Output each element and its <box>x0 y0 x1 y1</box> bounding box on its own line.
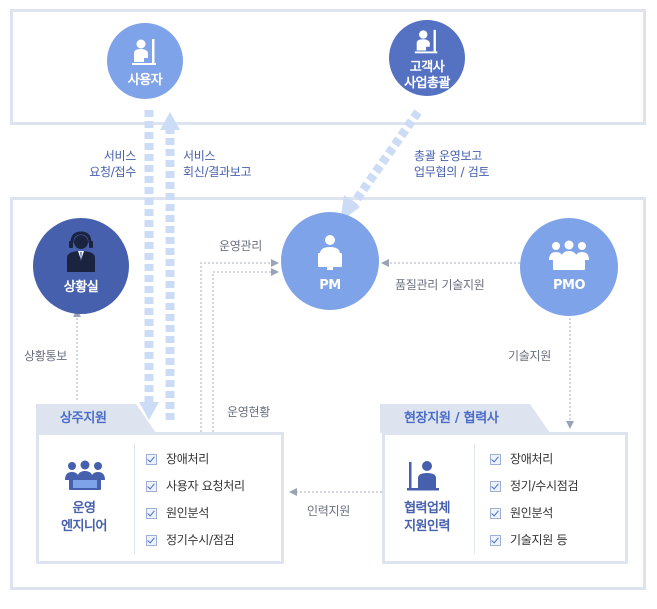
right-divider <box>474 444 475 554</box>
situation-room-label: 상황실 <box>63 280 99 295</box>
service-request-label-1: 서비스 <box>103 149 137 163</box>
pm-label: PM <box>319 278 341 293</box>
service-reply-arrow <box>160 112 180 420</box>
checkbox-icon <box>146 535 157 546</box>
overall-report-label-2: 업무협의 / 검토 <box>414 165 490 179</box>
checkbox-icon <box>490 481 501 492</box>
staff-support-label: 인력지원 <box>307 504 350 518</box>
partner-label-2: 지원인력 <box>404 519 450 534</box>
headset-operator-icon <box>67 231 95 272</box>
situation-room-node: 상황실 <box>33 218 129 314</box>
service-reply-label-1: 서비스 <box>183 149 216 163</box>
resident-support-tab: 상주지원 <box>36 404 156 433</box>
right-item-4: 기술지원 등 <box>510 533 568 547</box>
pmo-label: PMO <box>552 278 586 293</box>
field-support-tab: 현장지원 / 협력사 <box>380 404 550 433</box>
engineer-team-icon <box>65 460 105 490</box>
left-item-1: 장애처리 <box>166 452 209 466</box>
engineer-label-2: 엔지니어 <box>61 519 107 534</box>
pm-node: PM <box>281 212 379 310</box>
checkbox-icon <box>146 454 157 465</box>
engineer-label-1: 운영 <box>72 501 96 516</box>
ops-management-line <box>200 259 279 432</box>
customer-label-line1: 고객사 <box>409 60 445 75</box>
overall-report-arrow <box>340 109 422 222</box>
pm-person-icon <box>318 235 342 270</box>
user-at-desk-icon <box>132 39 156 65</box>
service-reply-label-2: 회신/결과보고 <box>183 165 252 179</box>
service-request-arrow <box>139 110 159 420</box>
customer-node: 고객사 사업총괄 <box>389 20 465 96</box>
partner-staff-icon <box>407 461 439 491</box>
right-item-3: 원인분석 <box>510 506 553 520</box>
field-support-box <box>382 432 628 564</box>
situation-notice-label: 상황통보 <box>24 349 67 363</box>
ops-status-label: 운영현황 <box>227 405 270 419</box>
checkbox-icon <box>490 508 501 519</box>
executive-at-desk-icon <box>414 29 438 54</box>
ops-management-label: 운영관리 <box>219 239 262 253</box>
checkbox-icon <box>146 508 157 519</box>
quality-support-label: 품질관리 기술지원 <box>395 278 485 292</box>
customer-label-line2: 사업총괄 <box>404 76 450 91</box>
ops-status-line <box>212 268 279 432</box>
user-node: 사용자 <box>107 23 183 99</box>
left-item-4: 정기수시/점검 <box>166 533 235 547</box>
tech-support-label: 기술지원 <box>508 349 551 363</box>
overall-report-label-1: 총괄 운영보고 <box>414 149 482 163</box>
partner-label-1: 협력업체 <box>404 501 450 516</box>
left-item-3: 원인분석 <box>166 506 209 520</box>
left-item-2: 사용자 요청처리 <box>166 479 245 493</box>
right-item-1: 장애처리 <box>510 452 553 466</box>
right-item-2: 정기/수시점검 <box>510 479 579 493</box>
resident-support-box <box>36 432 284 564</box>
service-request-label-2: 요청/접수 <box>89 165 136 179</box>
pmo-node: PMO <box>520 218 618 316</box>
checkbox-icon <box>146 481 157 492</box>
user-label: 사용자 <box>127 73 163 88</box>
team-icon <box>549 240 589 270</box>
left-divider <box>134 444 135 554</box>
checkbox-icon <box>490 454 501 465</box>
checkbox-icon <box>490 535 501 546</box>
